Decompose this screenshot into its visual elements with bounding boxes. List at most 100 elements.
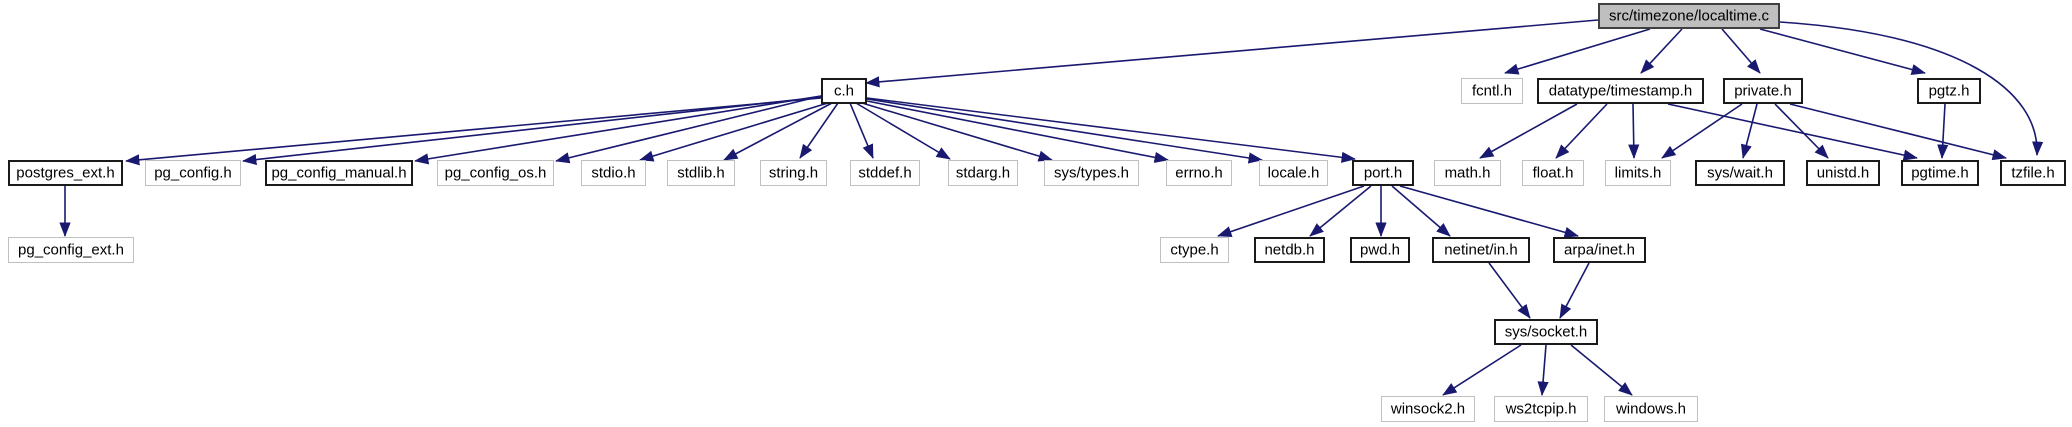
edge-syssocket-to-winsock2: [1442, 344, 1522, 396]
graph-node-label: string.h: [768, 164, 819, 181]
edge-ch-to-pg_config: [242, 96, 822, 166]
graph-node-systypes[interactable]: sys/types.h: [1044, 160, 1139, 186]
graph-node-arpainet[interactable]: arpa/inet.h: [1553, 237, 1646, 263]
edge-ch-to-pg_config_os: [555, 95, 822, 164]
graph-node-label: arpa/inet.h: [1564, 241, 1635, 258]
edge-syssocket-to-windows: [1570, 344, 1633, 396]
edge-ch-to-systypes: [861, 102, 1053, 162]
edge-root-to-ch: [865, 19, 1599, 88]
edge-timestamp-to-float: [1555, 103, 1608, 159]
graph-node-fcntl[interactable]: fcntl.h: [1461, 78, 1523, 104]
edge-port-to-netinetin: [1391, 185, 1451, 237]
graph-node-label: windows.h: [1615, 400, 1687, 417]
graph-node-string[interactable]: string.h: [760, 160, 827, 186]
graph-node-limits[interactable]: limits.h: [1605, 160, 1671, 186]
graph-node-label: stdlib.h: [677, 164, 725, 181]
graph-node-pg_config_ext[interactable]: pg_config_ext.h: [8, 237, 134, 263]
graph-node-label: errno.h: [1175, 164, 1223, 181]
edge-ch-to-stddef: [849, 102, 874, 159]
graph-node-pgtime[interactable]: pgtime.h: [1901, 160, 1979, 186]
graph-node-locale[interactable]: locale.h: [1259, 160, 1328, 186]
graph-node-pwd[interactable]: pwd.h: [1350, 237, 1410, 263]
graph-node-netdb[interactable]: netdb.h: [1254, 237, 1325, 263]
graph-node-label: pgtz.h: [1928, 82, 1970, 99]
graph-node-unistd[interactable]: unistd.h: [1806, 160, 1880, 186]
edge-arpainet-to-syssocket: [1559, 262, 1590, 319]
graph-node-windows[interactable]: windows.h: [1604, 396, 1698, 422]
edge-root-to-pgtz: [1759, 28, 1926, 75]
graph-node-ctype[interactable]: ctype.h: [1160, 237, 1229, 263]
edge-private-to-limits: [1661, 103, 1743, 159]
graph-node-pg_config_os[interactable]: pg_config_os.h: [437, 160, 554, 186]
edge-private-to-unistd: [1774, 103, 1829, 159]
graph-node-label: pwd.h: [1359, 241, 1401, 258]
edge-syssocket-to-ws2tcpip: [1537, 344, 1549, 396]
graph-node-pgtz[interactable]: pgtz.h: [1917, 78, 1981, 104]
graph-node-stddef[interactable]: stddef.h: [850, 160, 920, 186]
graph-node-label: pgtime.h: [1911, 164, 1969, 181]
graph-node-syssocket[interactable]: sys/socket.h: [1494, 319, 1598, 345]
edge-ch-to-postgres_ext: [125, 97, 822, 166]
graph-node-label: netdb.h: [1264, 241, 1315, 258]
graph-node-timestamp[interactable]: datatype/timestamp.h: [1537, 78, 1704, 104]
edge-timestamp-to-math: [1479, 103, 1578, 159]
graph-node-label: unistd.h: [1816, 164, 1870, 181]
graph-node-label: src/timezone/localtime.c: [1608, 7, 1770, 24]
edge-ch-to-stdio: [639, 102, 829, 162]
graph-node-errno[interactable]: errno.h: [1166, 160, 1232, 186]
graph-node-private[interactable]: private.h: [1723, 78, 1803, 104]
edge-ch-to-pg_config_manual: [414, 95, 822, 165]
edge-ch-to-locale: [866, 98, 1263, 164]
edge-port-to-netdb: [1309, 185, 1372, 237]
graph-node-label: stddef.h: [858, 164, 912, 181]
edge-root-to-timestamp: [1640, 28, 1683, 74]
graph-node-label: pg_config.h: [154, 164, 232, 181]
graph-node-label: ctype.h: [1170, 241, 1219, 258]
graph-node-label: sys/socket.h: [1504, 323, 1588, 340]
graph-node-math[interactable]: math.h: [1434, 160, 1501, 186]
graph-node-tzfile[interactable]: tzfile.h: [2000, 160, 2066, 186]
graph-node-ws2tcpip[interactable]: ws2tcpip.h: [1494, 396, 1588, 422]
edge-root-to-private: [1721, 28, 1761, 74]
graph-node-label: pg_config_ext.h: [18, 241, 124, 258]
edge-private-to-tzfile: [1789, 103, 2007, 161]
graph-node-winsock2[interactable]: winsock2.h: [1381, 396, 1475, 422]
graph-node-label: pg_config_manual.h: [271, 164, 407, 181]
graph-node-label: pg_config_os.h: [444, 164, 547, 181]
graph-node-label: stdarg.h: [955, 164, 1011, 181]
graph-node-label: c.h: [833, 82, 854, 99]
graph-node-stdio[interactable]: stdio.h: [581, 160, 646, 186]
graph-node-label: port.h: [1363, 164, 1403, 181]
graph-node-label: locale.h: [1267, 164, 1320, 181]
graph-node-label: limits.h: [1614, 164, 1662, 181]
graph-node-port[interactable]: port.h: [1352, 160, 1414, 186]
edge-pgtz-to-pgtime: [1937, 103, 1949, 159]
edge-root-to-tzfile: [1779, 21, 2044, 156]
graph-node-label: datatype/timestamp.h: [1548, 82, 1693, 99]
graph-node-root[interactable]: src/timezone/localtime.c: [1598, 3, 1780, 29]
graph-node-ch[interactable]: c.h: [821, 78, 867, 104]
edge-port-to-ctype: [1217, 185, 1365, 237]
graph-node-float[interactable]: float.h: [1522, 160, 1584, 186]
graph-node-stdarg[interactable]: stdarg.h: [948, 160, 1018, 186]
graph-node-label: netinet/in.h: [1444, 241, 1518, 258]
graph-node-postgres_ext[interactable]: postgres_ext.h: [8, 160, 123, 186]
edge-port-to-arpainet: [1399, 185, 1579, 238]
graph-node-pg_config_manual[interactable]: pg_config_manual.h: [265, 160, 413, 186]
graph-node-label: math.h: [1444, 164, 1491, 181]
graph-node-label: sys/types.h: [1053, 164, 1130, 181]
edge-ch-to-string: [799, 102, 839, 159]
edge-timestamp-to-pgtime: [1667, 103, 1918, 161]
graph-node-syswait[interactable]: sys/wait.h: [1695, 160, 1785, 186]
graph-node-netinetin[interactable]: netinet/in.h: [1432, 237, 1530, 263]
graph-node-label: sys/wait.h: [1707, 164, 1773, 181]
graph-node-stdlib[interactable]: stdlib.h: [667, 160, 735, 186]
edge-netinetin-to-syssocket: [1488, 262, 1531, 319]
edge-ch-to-stdarg: [855, 102, 951, 160]
edges: [59, 19, 2044, 396]
graph-node-label: fcntl.h: [1471, 82, 1513, 99]
graph-node-pg_config[interactable]: pg_config.h: [145, 160, 241, 186]
edge-ch-to-stdlib: [723, 102, 833, 161]
